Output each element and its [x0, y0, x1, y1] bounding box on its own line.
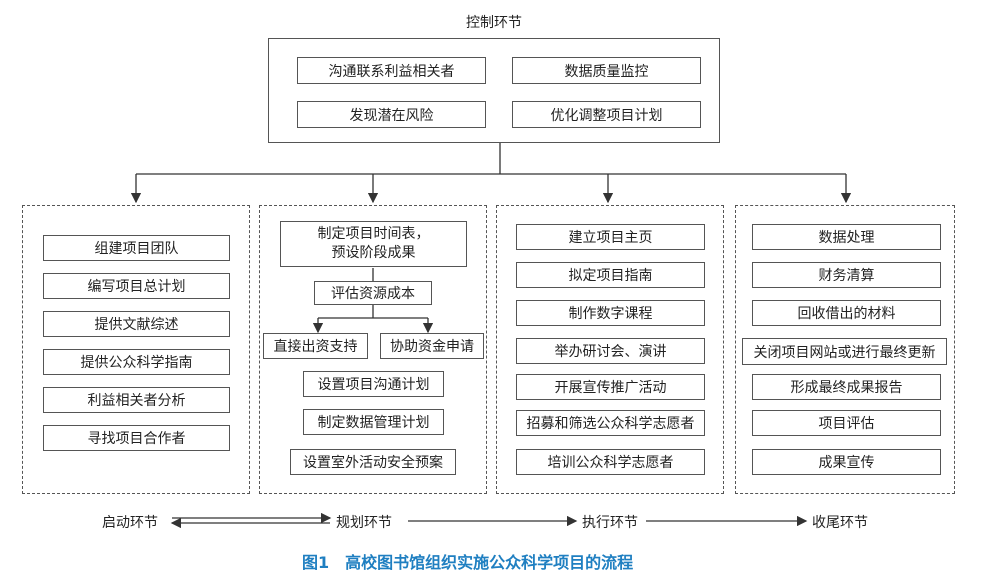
start-phase-panel — [22, 205, 250, 494]
start-item-stakeholder: 利益相关者分析 — [43, 387, 230, 413]
start-item-partner: 寻找项目合作者 — [43, 425, 230, 451]
close-item-evaluate: 项目评估 — [752, 410, 941, 436]
close-item-return: 回收借出的材料 — [752, 300, 941, 326]
plan-item-timeline: 制定项目时间表， 预设阶段成果 — [280, 221, 467, 267]
plan-item-safety: 设置室外活动安全预案 — [290, 449, 456, 475]
close-item-data: 数据处理 — [752, 224, 941, 250]
exec-item-guide: 拟定项目指南 — [516, 262, 705, 288]
plan-item-communication: 设置项目沟通计划 — [303, 371, 444, 397]
phase-label-start: 启动环节 — [102, 515, 158, 531]
plan-phase-panel — [259, 205, 487, 494]
close-item-finance: 财务清算 — [752, 262, 941, 288]
control-item-optimize-plan: 优化调整项目计划 — [512, 101, 701, 128]
close-item-website: 关闭项目网站或进行最终更新 — [742, 338, 947, 365]
exec-item-promotion: 开展宣传推广活动 — [516, 374, 705, 400]
control-item-data-quality: 数据质量监控 — [512, 57, 701, 84]
control-title: 控制环节 — [466, 15, 522, 31]
exec-item-train: 培训公众科学志愿者 — [516, 449, 705, 475]
phase-label-plan: 规划环节 — [336, 515, 392, 531]
plan-item-resource: 评估资源成本 — [314, 281, 432, 305]
control-item-risk: 发现潜在风险 — [297, 101, 486, 128]
control-box — [268, 38, 720, 143]
plan-item-assist-funding: 协助资金申请 — [380, 333, 484, 359]
figure-caption: 图1 高校图书馆组织实施公众科学项目的流程 — [302, 553, 634, 572]
phase-label-exec: 执行环节 — [582, 515, 638, 531]
plan-item-direct-funding: 直接出资支持 — [263, 333, 368, 359]
exec-phase-panel — [496, 205, 724, 494]
start-item-plan: 编写项目总计划 — [43, 273, 230, 299]
exec-item-seminar: 举办研讨会、演讲 — [516, 338, 705, 364]
exec-item-course: 制作数字课程 — [516, 300, 705, 326]
plan-timeline-line1: 制定项目时间表， — [317, 226, 430, 242]
start-item-literature: 提供文献综述 — [43, 311, 230, 337]
exec-item-homepage: 建立项目主页 — [516, 224, 705, 250]
plan-item-data-management: 制定数据管理计划 — [303, 409, 444, 435]
exec-item-recruit: 招募和筛选公众科学志愿者 — [516, 410, 705, 436]
close-item-publicity: 成果宣传 — [752, 449, 941, 475]
close-phase-panel — [735, 205, 955, 494]
start-item-team: 组建项目团队 — [43, 235, 230, 261]
control-item-stakeholder-contact: 沟通联系利益相关者 — [297, 57, 486, 84]
close-item-report: 形成最终成果报告 — [752, 374, 941, 400]
start-item-guide: 提供公众科学指南 — [43, 349, 230, 375]
phase-label-close: 收尾环节 — [812, 515, 868, 531]
plan-timeline-line2: 预设阶段成果 — [331, 245, 416, 261]
